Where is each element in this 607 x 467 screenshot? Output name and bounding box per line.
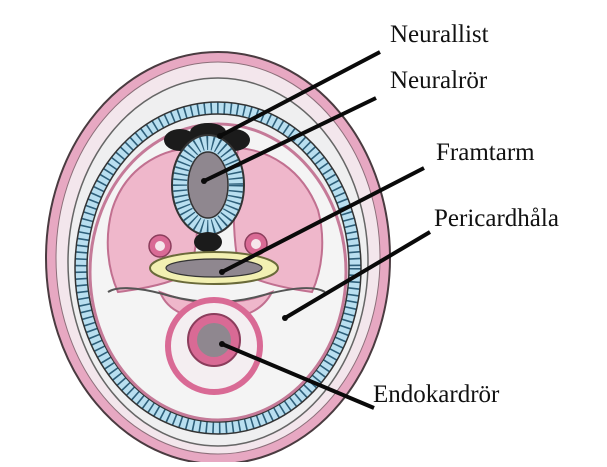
- pointer-tip-neural-tube: [201, 178, 207, 184]
- pointer-endocardial-tube: [221, 342, 375, 410]
- pointer-tip-foregut: [219, 269, 225, 275]
- pointer-tip-pericardial: [282, 315, 288, 321]
- label-pericardial-cavity: Pericardhåla: [434, 205, 559, 232]
- neural-tube-lumen: [187, 151, 229, 219]
- label-foregut: Framtarm: [436, 139, 535, 166]
- somatic-layer-stripes: [75, 102, 361, 434]
- somatic-layer-edge-outer: [74, 101, 362, 435]
- label-neural-tube: Neuralrör: [390, 67, 488, 94]
- pointer-foregut: [221, 166, 425, 274]
- pointer-neural-tube: [203, 96, 377, 183]
- label-neural-crest: Neurallist: [390, 21, 489, 48]
- pointer-pericardial-cavity: [283, 230, 432, 320]
- label-endocardial-tube: Endokardrör: [373, 381, 500, 408]
- dorsal-aorta-left-lumen: [155, 241, 165, 251]
- neural-tube-stripes: [173, 136, 243, 234]
- pointer-tip-neural-crest: [217, 133, 223, 139]
- somatic-layer-edge-inner: [86, 113, 350, 423]
- foregut-lumen: [165, 258, 263, 278]
- dorsal-aorta-right-lumen: [251, 239, 261, 249]
- pointer-tip-endocardial: [219, 341, 225, 347]
- notochord: [194, 232, 222, 252]
- endocardial-tube-lumen: [197, 323, 231, 357]
- pointer-neural-crest: [219, 50, 381, 138]
